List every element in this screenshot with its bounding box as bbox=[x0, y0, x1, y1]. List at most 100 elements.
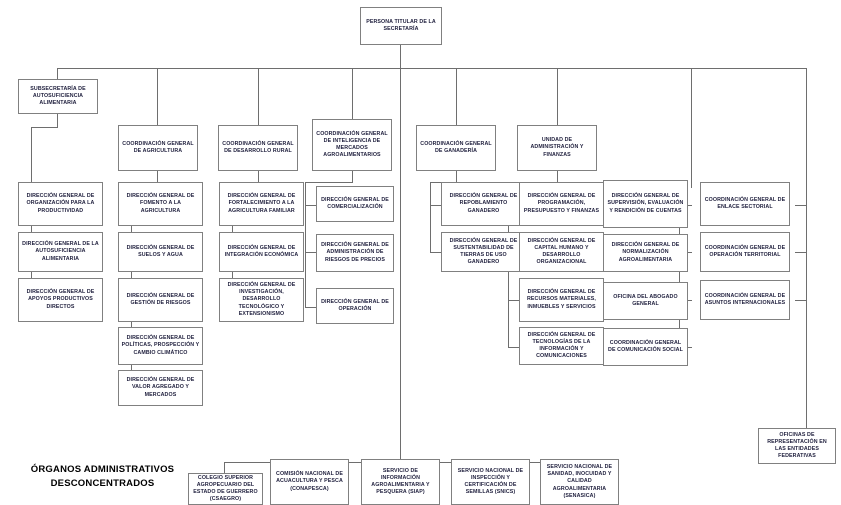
node-cg-enlace-sectorial[interactable]: COORDINACIÓN GENERAL DE ENLACE SECTORIAL bbox=[700, 182, 790, 226]
node-cg-agricultura-label: COORDINACIÓN GENERAL DE AGRICULTURA bbox=[122, 140, 194, 154]
node-dg-integracion-economica-label: DIRECCIÓN GENERAL DE INTEGRACIÓN ECONÓMI… bbox=[224, 244, 299, 258]
node-cg-inteligencia-mercados-label: COORDINACIÓN GENERAL DE INTELIGENCIA DE … bbox=[316, 130, 388, 159]
node-subsecretaria-autosuficiencia[interactable]: SUBSECRETARÍA DE AUTOSUFICIENCIA ALIMENT… bbox=[18, 79, 98, 114]
node-unidad-administracion-finanzas-label: UNIDAD DE ADMINISTRACIÓN Y FINANZAS bbox=[530, 137, 584, 158]
node-cg-agricultura[interactable]: COORDINACIÓN GENERAL DE AGRICULTURA bbox=[118, 125, 198, 171]
node-unidad-administracion-finanzas[interactable]: UNIDAD DE ADMINISTRACIÓN Y FINANZAS bbox=[517, 125, 597, 171]
connector-cg-inteligencia-stem bbox=[352, 171, 353, 182]
node-cg-comunicacion-social[interactable]: COORDINACIÓN GENERAL DE COMUNICACIÓN SOC… bbox=[603, 328, 688, 366]
node-dg-sustentabilidad-tierras-label: DIRECCIÓN GENERAL DE SUSTENTABILIDAD DE … bbox=[449, 237, 518, 266]
node-snics-label: SERVICIO NACIONAL DE INSPECCIÓN Y CERTIF… bbox=[457, 467, 524, 496]
node-dg-organizacion-productividad[interactable]: DIRECCIÓN GENERAL DE ORGANIZACIÓN PARA L… bbox=[18, 182, 103, 226]
node-siap[interactable]: SERVICIO DE INFORMACIÓN AGROALIMENTARIA … bbox=[361, 459, 440, 505]
connector-to-dg-recursos bbox=[508, 300, 520, 301]
node-dg-programacion-presupuesto-finanzas-label: DIRECCIÓN GENERAL DE PROGRAMACIÓN, PRESU… bbox=[523, 193, 600, 214]
node-dg-supervision-evaluacion[interactable]: DIRECCIÓN GENERAL DE SUPERVISIÓN, EVALUA… bbox=[603, 180, 688, 228]
node-cg-inteligencia-mercados[interactable]: COORDINACIÓN GENERAL DE INTELIGENCIA DE … bbox=[312, 119, 392, 171]
connector-to-dg-operacion bbox=[305, 307, 317, 308]
node-cg-desarrollo-rural-label: COORDINACIÓN GENERAL DE DESARROLLO RURAL bbox=[222, 140, 294, 154]
node-dg-capital-humano[interactable]: DIRECCIÓN GENERAL DE CAPITAL HUMANO Y DE… bbox=[519, 232, 604, 272]
node-dg-recursos-materiales-label: DIRECCIÓN GENERAL DE RECURSOS MATERIALES… bbox=[527, 289, 596, 310]
node-dg-sustentabilidad-tierras[interactable]: DIRECCIÓN GENERAL DE SUSTENTABILIDAD DE … bbox=[441, 232, 526, 272]
node-cg-ganaderia-label: COORDINACIÓN GENERAL DE GANADERÍA bbox=[420, 140, 492, 154]
connector-subsecretaria-stem bbox=[57, 114, 58, 127]
node-dg-programacion-presupuesto-finanzas[interactable]: DIRECCIÓN GENERAL DE PROGRAMACIÓN, PRESU… bbox=[519, 182, 604, 226]
node-dg-gestion-riesgos[interactable]: DIRECCIÓN GENERAL DE GESTIÓN DE RIESGOS bbox=[118, 278, 203, 322]
node-dg-repoblamiento-ganadero-label: DIRECCIÓN GENERAL DE REPOBLAMIENTO GANAD… bbox=[449, 193, 518, 214]
node-cg-ganaderia[interactable]: COORDINACIÓN GENERAL DE GANADERÍA bbox=[416, 125, 496, 171]
node-oficinas-representacion[interactable]: OFICINAS DE REPRESENTACIÓN EN LAS ENTIDA… bbox=[758, 428, 836, 464]
node-oficina-abogado-general[interactable]: OFICINA DEL ABOGADO GENERAL bbox=[603, 282, 688, 320]
connector-to-cg-operacion-territorial bbox=[795, 252, 807, 253]
node-dg-operacion-label: DIRECCIÓN GENERAL DE OPERACIÓN bbox=[321, 298, 389, 312]
node-siap-label: SERVICIO DE INFORMACIÓN AGROALIMENTARIA … bbox=[371, 467, 430, 496]
node-dg-administracion-riesgos-precios[interactable]: DIRECCIÓN GENERAL DE ADMINISTRACIÓN DE R… bbox=[316, 234, 394, 272]
connector-bus-to-unidad-admin bbox=[557, 68, 558, 125]
node-oficinas-representacion-label: OFICINAS DE REPRESENTACIÓN EN LAS ENTIDA… bbox=[767, 431, 827, 460]
node-csaegro[interactable]: COLEGIO SUPERIOR AGROPECUARIO DEL ESTADO… bbox=[188, 473, 263, 505]
connector-bus-to-cg-inteligencia bbox=[352, 68, 353, 119]
node-dg-valor-agregado-mercados[interactable]: DIRECCIÓN GENERAL DE VALOR AGREGADO Y ME… bbox=[118, 370, 203, 406]
node-dg-gestion-riesgos-label: DIRECCIÓN GENERAL DE GESTIÓN DE RIESGOS bbox=[126, 292, 195, 306]
connector-bus-to-csaegro bbox=[224, 462, 225, 473]
node-dg-autosuficiencia-alimentaria-label: DIRECCIÓN GENERAL DE LA AUTOSUFICIENCIA … bbox=[22, 241, 99, 262]
node-cg-enlace-sectorial-label: COORDINACIÓN GENERAL DE ENLACE SECTORIAL bbox=[704, 196, 786, 210]
node-dg-autosuficiencia-alimentaria[interactable]: DIRECCIÓN GENERAL DE LA AUTOSUFICIENCIA … bbox=[18, 232, 103, 272]
connector-to-dg-tecnologias bbox=[508, 347, 520, 348]
node-cg-comunicacion-social-label: COORDINACIÓN GENERAL DE COMUNICACIÓN SOC… bbox=[608, 339, 683, 353]
connector-root-trunk bbox=[400, 45, 401, 462]
node-dg-suelos-agua[interactable]: DIRECCIÓN GENERAL DE SUELOS Y AGUA bbox=[118, 232, 203, 272]
node-persona-titular[interactable]: PERSONA TITULAR DE LA SECRETARÍA bbox=[360, 7, 442, 45]
node-dg-comercializacion[interactable]: DIRECCIÓN GENERAL DE COMERCIALIZACIÓN bbox=[316, 186, 394, 222]
node-oficina-abogado-general-label: OFICINA DEL ABOGADO GENERAL bbox=[613, 293, 678, 307]
node-dg-fomento-agricultura[interactable]: DIRECCIÓN GENERAL DE FOMENTO A LA AGRICU… bbox=[118, 182, 203, 226]
node-subsecretaria-autosuficiencia-label: SUBSECRETARÍA DE AUTOSUFICIENCIA ALIMENT… bbox=[30, 85, 86, 107]
node-conapesca-label: COMISIÓN NACIONAL DE ACUACULTURA Y PESCA… bbox=[276, 471, 343, 492]
node-cg-operacion-territorial[interactable]: COORDINACIÓN GENERAL DE OPERACIÓN TERRIT… bbox=[700, 232, 790, 272]
node-cg-operacion-territorial-label: COORDINACIÓN GENERAL DE OPERACIÓN TERRIT… bbox=[704, 244, 786, 258]
connector-cg-ganaderia-stem bbox=[456, 171, 457, 182]
node-dg-tecnologias-informacion-label: DIRECCIÓN GENERAL DE TECNOLOGÍAS DE LA I… bbox=[527, 331, 596, 360]
node-dg-tecnologias-informacion[interactable]: DIRECCIÓN GENERAL DE TECNOLOGÍAS DE LA I… bbox=[519, 327, 604, 365]
node-dg-fortalecimiento-agricultura-familiar-label: DIRECCIÓN GENERAL DE FORTALECIMIENTO A L… bbox=[227, 193, 296, 214]
connector-cg-ganaderia-spine bbox=[430, 182, 431, 253]
node-dg-politicas-prospeccion[interactable]: DIRECCIÓN GENERAL DE POLÍTICAS, PROSPECC… bbox=[118, 327, 203, 365]
node-dg-administracion-riesgos-precios-label: DIRECCIÓN GENERAL DE ADMINISTRACIÓN DE R… bbox=[321, 242, 389, 263]
connector-bus-to-subsecretaria bbox=[57, 68, 58, 79]
connector-to-cg-enlace bbox=[795, 205, 807, 206]
node-cg-asuntos-internacionales[interactable]: COORDINACIÓN GENERAL DE ASUNTOS INTERNAC… bbox=[700, 280, 790, 320]
node-dg-fortalecimiento-agricultura-familiar[interactable]: DIRECCIÓN GENERAL DE FORTALECIMIENTO A L… bbox=[219, 182, 304, 226]
node-dg-apoyos-productivos-directos[interactable]: DIRECCIÓN GENERAL DE APOYOS PRODUCTIVOS … bbox=[18, 278, 103, 322]
node-dg-repoblamiento-ganadero[interactable]: DIRECCIÓN GENERAL DE REPOBLAMIENTO GANAD… bbox=[441, 182, 526, 226]
node-dg-recursos-materiales[interactable]: DIRECCIÓN GENERAL DE RECURSOS MATERIALES… bbox=[519, 278, 604, 322]
connector-bus-to-cg-agricultura bbox=[157, 68, 158, 125]
connector-to-dg-repoblamiento bbox=[430, 205, 442, 206]
node-senasica[interactable]: SERVICIO NACIONAL DE SANIDAD, INOCUIDAD … bbox=[540, 459, 619, 505]
node-dg-organizacion-productividad-label: DIRECCIÓN GENERAL DE ORGANIZACIÓN PARA L… bbox=[26, 193, 95, 214]
node-dg-operacion[interactable]: DIRECCIÓN GENERAL DE OPERACIÓN bbox=[316, 288, 394, 324]
node-dg-integracion-economica[interactable]: DIRECCIÓN GENERAL DE INTEGRACIÓN ECONÓMI… bbox=[219, 232, 304, 272]
connector-cg-inteligencia-elbow bbox=[305, 182, 353, 183]
node-cg-desarrollo-rural[interactable]: COORDINACIÓN GENERAL DE DESARROLLO RURAL bbox=[218, 125, 298, 171]
node-dg-supervision-evaluacion-label: DIRECCIÓN GENERAL DE SUPERVISIÓN, EVALUA… bbox=[607, 193, 684, 214]
node-dg-fomento-agricultura-label: DIRECCIÓN GENERAL DE FOMENTO A LA AGRICU… bbox=[126, 193, 195, 214]
connector-to-cg-asuntos bbox=[795, 300, 807, 301]
node-snics[interactable]: SERVICIO NACIONAL DE INSPECCIÓN Y CERTIF… bbox=[451, 459, 530, 505]
connector-top-bus bbox=[57, 68, 807, 69]
node-persona-titular-label: PERSONA TITULAR DE LA SECRETARÍA bbox=[366, 18, 436, 32]
node-dg-investigacion-desarrollo-tecnologico[interactable]: DIRECCIÓN GENERAL DE INVESTIGACIÓN, DESA… bbox=[219, 278, 304, 322]
connector-cg-desarrollo-stem bbox=[258, 171, 259, 182]
node-dg-apoyos-productivos-directos-label: DIRECCIÓN GENERAL DE APOYOS PRODUCTIVOS … bbox=[26, 289, 95, 310]
connector-bus-to-supervision-column bbox=[691, 68, 692, 188]
node-senasica-label: SERVICIO NACIONAL DE SANIDAD, INOCUIDAD … bbox=[546, 464, 613, 499]
connector-cg-agricultura-stem bbox=[157, 171, 158, 182]
node-dg-normalizacion-agroalimentaria-label: DIRECCIÓN GENERAL DE NORMALIZACIÓN AGROA… bbox=[611, 242, 680, 263]
connector-cg-inteligencia-spine bbox=[305, 182, 306, 307]
connector-bus-to-cg-ganaderia bbox=[456, 68, 457, 125]
node-conapesca[interactable]: COMISIÓN NACIONAL DE ACUACULTURA Y PESCA… bbox=[270, 459, 349, 505]
connector-bus-to-cg-desarrollo-rural bbox=[258, 68, 259, 125]
node-dg-normalizacion-agroalimentaria[interactable]: DIRECCIÓN GENERAL DE NORMALIZACIÓN AGROA… bbox=[603, 234, 688, 272]
section-label-organos-desconcentrados: ÓRGANOS ADMINISTRATIVOS DESCONCENTRADOS bbox=[30, 464, 175, 489]
node-dg-investigacion-desarrollo-tecnologico-label: DIRECCIÓN GENERAL DE INVESTIGACIÓN, DESA… bbox=[227, 282, 296, 317]
